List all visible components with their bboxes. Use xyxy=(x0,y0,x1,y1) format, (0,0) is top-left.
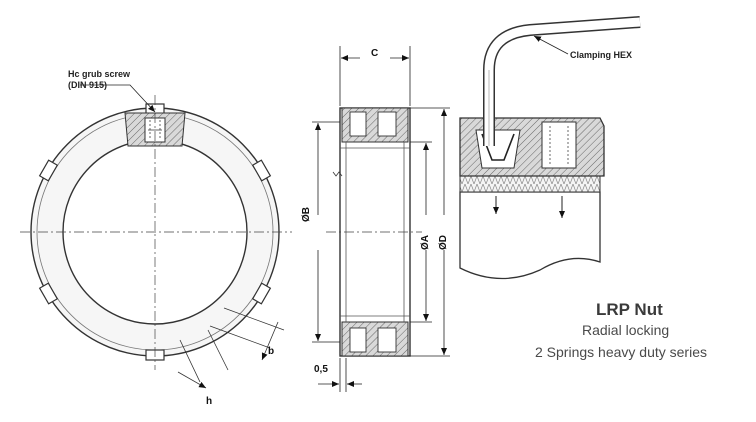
detail-screw-pocket xyxy=(541,121,577,169)
side-top-screw-1 xyxy=(349,111,367,137)
dim-h-label: h xyxy=(206,396,213,407)
clamping-hex-key-inner xyxy=(484,17,641,146)
side-bottom-screw-1 xyxy=(349,327,367,353)
grub-screw-detail xyxy=(148,120,162,140)
dim-C-label: C xyxy=(371,48,379,59)
dim-D xyxy=(410,107,450,357)
dim-C xyxy=(339,46,411,106)
grub-screw-label-line2: (DIN 915) xyxy=(68,80,108,90)
dim-D-label: ØD xyxy=(438,235,449,250)
dim-A-label: ØA xyxy=(420,235,431,250)
product-subtitle-1: Radial locking xyxy=(582,322,670,338)
spring-wedge xyxy=(481,133,515,161)
front-view xyxy=(20,84,292,389)
slot-dimension-lines xyxy=(177,307,285,389)
shaft-body xyxy=(459,191,601,280)
dim-b-label: b xyxy=(268,346,275,357)
dim-offset-label: 0,5 xyxy=(314,364,328,375)
side-bottom-screw-2 xyxy=(377,327,397,353)
product-title: LRP Nut xyxy=(596,300,663,319)
side-view xyxy=(312,46,450,392)
product-subtitle-2: 2 Springs heavy duty series xyxy=(535,344,707,360)
dim-B xyxy=(312,121,340,343)
force-arrows xyxy=(493,196,565,218)
detail-view xyxy=(459,16,641,280)
thread-symbol xyxy=(332,171,343,177)
hex-leader xyxy=(533,35,569,55)
thread-band xyxy=(459,175,601,193)
grub-screw-label-line1: Hc grub screw xyxy=(68,69,131,79)
dim-A xyxy=(410,141,432,323)
side-top-screw-2 xyxy=(377,111,397,137)
front-centre-lines xyxy=(20,95,292,370)
dim-offset xyxy=(318,358,362,392)
clamping-hex-label: Clamping HEX xyxy=(570,50,633,60)
grub-screw-leader xyxy=(80,84,156,113)
dim-B-label: ØB xyxy=(301,207,312,222)
